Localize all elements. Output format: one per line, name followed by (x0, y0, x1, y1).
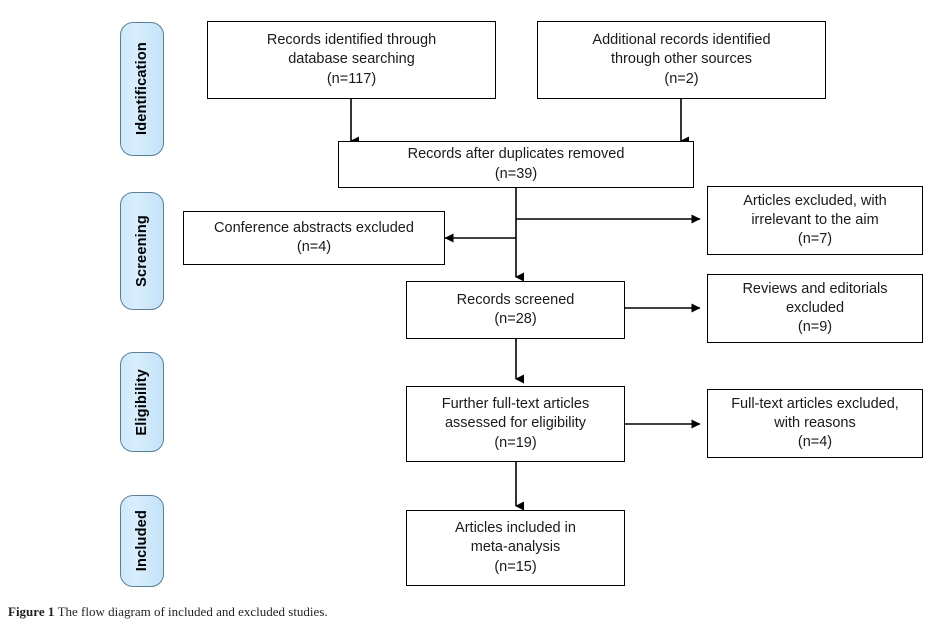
stage-label-screening: Screening (134, 215, 150, 287)
box-records-identified-database-text: Records identified through database sear… (266, 32, 437, 87)
box-articles-excluded-irrelevant-text: Articles excluded, with irrelevant to th… (743, 192, 887, 248)
box-fulltext-assessed-eligibility: Further full-text articles assessed for … (406, 386, 625, 462)
stage-pill-eligibility: Eligibility (120, 352, 164, 452)
box-records-after-duplicates-removed-text: Records after duplicates removed (n=39) (407, 146, 625, 182)
box-articles-included-meta-analysis-text: Articles included in meta-analysis (n=15… (455, 520, 576, 575)
box-additional-records-other-sources-text: Additional records identified through ot… (592, 32, 771, 87)
figure-caption-label: Figure 1 (8, 604, 55, 619)
stage-pill-included: Included (120, 495, 164, 587)
box-fulltext-articles-excluded: Full-text articles excluded, with reason… (707, 389, 923, 458)
box-records-screened-text: Records screened (n=28) (456, 291, 575, 327)
stage-label-identification: Identification (134, 42, 150, 136)
stage-label-included: Included (134, 510, 150, 572)
box-reviews-editorials-excluded-text: Reviews and editorials excluded (n=9) (742, 280, 888, 336)
box-articles-excluded-irrelevant: Articles excluded, with irrelevant to th… (707, 186, 923, 255)
box-records-after-duplicates-removed: Records after duplicates removed (n=39) (338, 141, 694, 188)
figure-caption: Figure 1 The flow diagram of included an… (8, 604, 908, 620)
stage-pill-screening: Screening (120, 192, 164, 310)
stage-label-eligibility: Eligibility (134, 368, 150, 436)
box-reviews-editorials-excluded: Reviews and editorials excluded (n=9) (707, 274, 923, 343)
box-articles-included-meta-analysis: Articles included in meta-analysis (n=15… (406, 510, 625, 586)
figure-caption-text: The flow diagram of included and exclude… (57, 604, 328, 619)
stage-pill-identification: Identification (120, 22, 164, 156)
box-records-identified-database: Records identified through database sear… (207, 21, 496, 99)
box-additional-records-other-sources: Additional records identified through ot… (537, 21, 826, 99)
box-fulltext-assessed-eligibility-text: Further full-text articles assessed for … (441, 396, 590, 451)
box-records-screened: Records screened (n=28) (406, 281, 625, 339)
box-conference-abstracts-excluded: Conference abstracts excluded (n=4) (183, 211, 445, 265)
box-fulltext-articles-excluded-text: Full-text articles excluded, with reason… (731, 395, 899, 451)
box-conference-abstracts-excluded-text: Conference abstracts excluded (n=4) (214, 219, 414, 255)
